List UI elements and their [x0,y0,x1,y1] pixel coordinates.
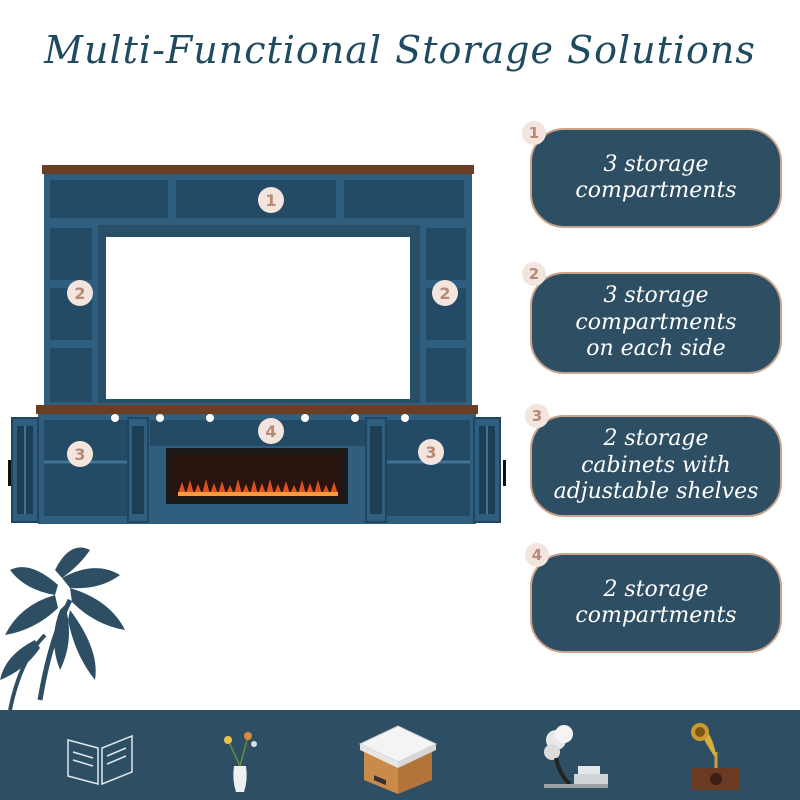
svg-text:3: 3 [425,443,436,462]
callout-4-text: 2 storage compartments [575,576,737,628]
top-compartment-left [50,180,168,218]
svg-text:3: 3 [74,445,85,464]
tv-opening [106,237,410,399]
svg-text:1: 1 [265,191,276,210]
callout-1-text: 3 storage compartments [575,151,737,203]
open-book-icon [67,734,133,786]
callout-3-text: 2 storage cabinets with adjustable shelv… [553,426,759,505]
svg-text:2: 2 [74,284,85,303]
flower-vase-icon [224,732,257,792]
right-glass-doors [365,417,506,523]
marker-left-side: 2 [67,280,93,306]
callout-4-badge: 4 [525,543,549,567]
marker-right-side: 2 [432,280,458,306]
callout-4: 2 storage compartments [530,553,782,653]
gramophone-icon [691,723,740,790]
marker-right-cabinet: 3 [418,439,444,465]
left-shelf-3 [50,348,92,402]
fireplace-flames [178,479,338,496]
callout-1: 3 storage compartments [530,128,782,228]
console-wood-top [36,405,478,414]
callout-2: 3 storage compartments on each side [530,272,782,374]
right-shelf-1 [426,228,466,280]
entertainment-center: 1 2 2 4 3 3 [8,165,506,524]
top-compartment-right [344,180,464,218]
svg-text:2: 2 [439,284,450,303]
sculpture-icon [544,725,608,788]
storage-box-icon [358,725,438,794]
callout-3: 2 storage cabinets with adjustable shelv… [530,415,782,517]
right-shelf-3 [426,348,466,402]
left-shelf-1 [50,228,92,280]
marker-left-cabinet: 3 [67,441,93,467]
marker-fireplace: 4 [258,418,284,444]
callout-2-text: 3 storage compartments on each side [575,283,737,362]
page-title: Multi-Functional Storage Solutions [44,28,756,72]
left-cabinet-interior [44,420,140,516]
fireplace-compartment [150,420,366,446]
top-wood-cap [42,165,474,174]
left-glass-doors [8,417,149,523]
top-compartment-center [176,180,336,218]
callout-3-badge: 3 [525,404,549,428]
right-cabinet-interior [376,420,470,516]
svg-text:4: 4 [265,422,276,441]
callout-2-badge: 2 [522,262,546,286]
marker-top: 1 [258,187,284,213]
callout-1-badge: 1 [522,121,546,145]
shelf-lights [111,414,409,422]
plant-silhouette-icon [0,547,125,710]
decor-band [0,710,800,800]
